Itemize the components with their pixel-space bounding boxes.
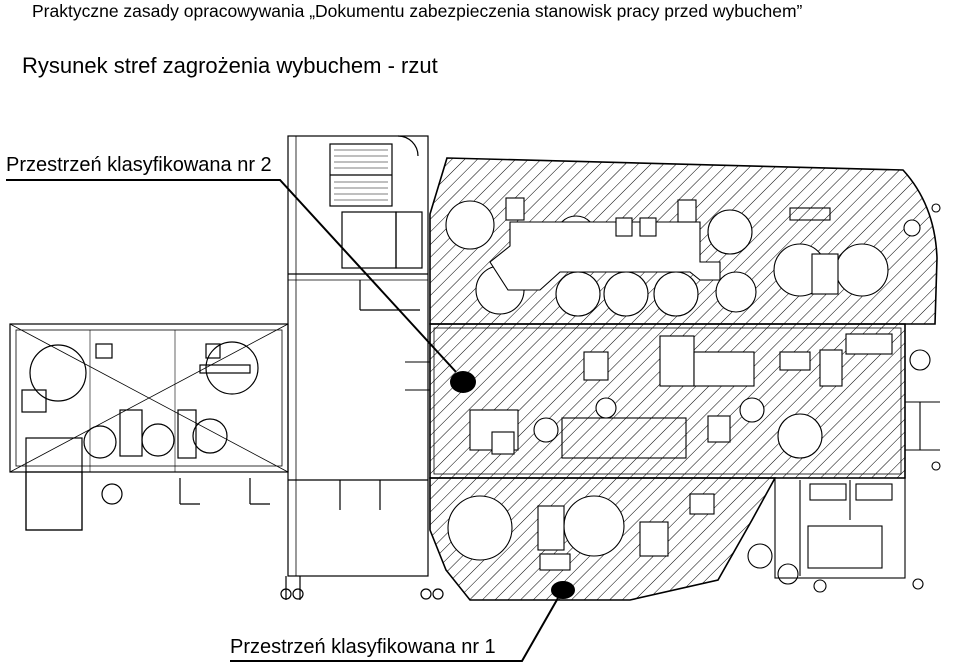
zone-1-leader <box>230 581 575 662</box>
zone-2-leader <box>6 179 476 393</box>
middle-rooms <box>280 135 444 600</box>
left-building <box>9 323 289 531</box>
process-equipment <box>445 197 921 571</box>
right-rooms <box>405 203 941 593</box>
zone-1-label: Przestrzeń klasyfikowana nr 1 <box>230 636 496 658</box>
figure-title: Rysunek stref zagrożenia wybuchem - rzut <box>22 53 438 78</box>
document-header: Praktyczne zasady opracowywania „Dokumen… <box>32 1 803 21</box>
zone-2-label: Przestrzeń klasyfikowana nr 2 <box>6 154 272 176</box>
